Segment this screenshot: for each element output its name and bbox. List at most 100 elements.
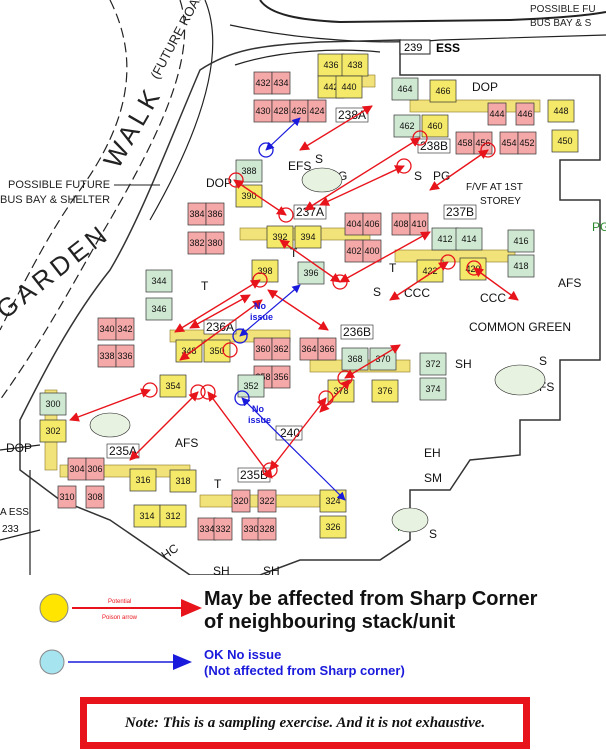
unit-350: 350 <box>203 339 231 363</box>
site-plan-map: GARDEN WALK (FUTURE ROAD) POSSIBLE FUTUR… <box>0 0 606 575</box>
unit-408: 408 <box>391 212 411 236</box>
unit-number: 356 <box>273 372 288 382</box>
unit-number: 436 <box>323 60 338 70</box>
unit-342: 342 <box>115 317 135 341</box>
unit-number: 366 <box>319 344 334 354</box>
sharp-corner-marker-red <box>228 172 244 188</box>
unit-number: 306 <box>87 464 102 474</box>
unit-number: 340 <box>99 324 114 334</box>
unit-346: 346 <box>145 297 173 321</box>
unit-348: 348 <box>175 339 203 363</box>
unit-number: 382 <box>189 238 204 248</box>
unit-number: 400 <box>364 246 379 256</box>
unit-number: 380 <box>207 238 222 248</box>
unit-number: 464 <box>397 84 412 94</box>
unit-446: 446 <box>515 102 535 126</box>
unit-number: 430 <box>255 106 270 116</box>
unit-number: 450 <box>557 136 572 146</box>
block-239-ess: 239 ESS <box>399 39 460 55</box>
unit-number: 320 <box>233 496 248 506</box>
unit-number: 376 <box>377 386 392 396</box>
dop-label-left: DOP <box>6 441 32 455</box>
unit-number: 316 <box>135 475 150 485</box>
unit-460: 460 <box>421 114 449 138</box>
no-issue-arrow-blue <box>239 284 301 337</box>
unit-410: 410 <box>409 212 429 236</box>
unit-352: 352 <box>237 374 265 398</box>
left-num-label: 233 <box>2 524 19 535</box>
no-issue-1-line2: issue <box>250 312 273 322</box>
unit-number: 384 <box>189 209 204 219</box>
unit-362: 362 <box>271 337 291 361</box>
unit-394: 394 <box>294 225 322 249</box>
unit-338: 338 <box>97 344 117 368</box>
unit-388: 388 <box>235 159 263 183</box>
sharp-corner-marker-red <box>190 384 206 400</box>
unit-412: 412 <box>431 227 459 251</box>
unit-number: 352 <box>243 381 258 391</box>
s-label-6: S <box>373 285 381 299</box>
unit-382: 382 <box>187 231 207 255</box>
block-label-236b: 236B <box>343 325 371 339</box>
sm-label: SM <box>424 471 442 485</box>
unit-number: 420 <box>465 264 480 274</box>
unit-number: 300 <box>45 399 60 409</box>
unit-360: 360 <box>253 337 273 361</box>
sharp-corner-marker-red <box>480 142 496 158</box>
unit-464: 464 <box>391 77 419 101</box>
poison-arrow-red <box>233 179 287 216</box>
sharp-corner-marker-red <box>222 342 238 358</box>
unit-312: 312 <box>159 504 187 528</box>
sharp-corner-marker-red <box>252 272 268 288</box>
unit-370: 370 <box>369 347 397 371</box>
unit-432: 432 <box>253 71 273 95</box>
unit-number: 318 <box>175 476 190 486</box>
unit-number: 342 <box>117 324 132 334</box>
unit-number: 322 <box>259 496 274 506</box>
sharp-corner-marker-red <box>318 390 334 406</box>
pg-label-6: PG <box>592 220 606 234</box>
s-label-5: S <box>429 527 437 541</box>
legend-affected-line2: of neighbouring stack/unit <box>204 611 456 633</box>
sharp-corner-marker-red <box>278 207 294 223</box>
unit-392: 392 <box>266 225 294 249</box>
unit-462: 462 <box>393 114 421 138</box>
unit-456: 456 <box>473 131 493 155</box>
unit-number: 372 <box>425 359 440 369</box>
unit-320: 320 <box>231 489 251 513</box>
unit-430: 430 <box>253 99 273 123</box>
unit-400: 400 <box>362 239 382 263</box>
unit-number: 304 <box>69 464 84 474</box>
unit-number: 308 <box>87 492 102 502</box>
afs-label-right: AFS <box>558 276 581 290</box>
unit-number: 412 <box>437 234 452 244</box>
unit-number: 416 <box>513 236 528 246</box>
t-label-4: T <box>214 477 222 491</box>
unit-384: 384 <box>187 202 207 226</box>
unit-number: 446 <box>517 109 532 119</box>
unit-number: 398 <box>257 266 272 276</box>
pg-label-2: PG <box>433 169 450 183</box>
no-issue-annotations: No issue No issue <box>248 301 273 425</box>
unit-308: 308 <box>85 485 105 509</box>
uc-label: UC <box>114 481 126 490</box>
sharp-corner-marker-red <box>337 370 353 386</box>
unit-number: 360 <box>255 344 270 354</box>
unit-448: 448 <box>547 99 575 123</box>
sh-label-3: SH <box>263 564 280 575</box>
bus-bay-right-line2: BUS BAY & S <box>530 18 592 29</box>
unit-304: 304 <box>67 457 87 481</box>
sharp-corner-marker-red <box>142 382 158 398</box>
s-label-3: S <box>539 354 547 368</box>
unit-354: 354 <box>159 374 187 398</box>
unit-number: 440 <box>341 82 356 92</box>
poison-arrow-red <box>69 388 151 422</box>
no-issue-arrow-blue <box>265 117 301 151</box>
unit-344: 344 <box>145 269 173 293</box>
unit-326: 326 <box>319 515 347 539</box>
unit-number: 462 <box>399 121 414 131</box>
unit-number: 402 <box>346 246 361 256</box>
unit-450: 450 <box>551 129 579 153</box>
unit-422: 422 <box>416 259 444 283</box>
sharp-corner-marker-red <box>262 462 278 478</box>
